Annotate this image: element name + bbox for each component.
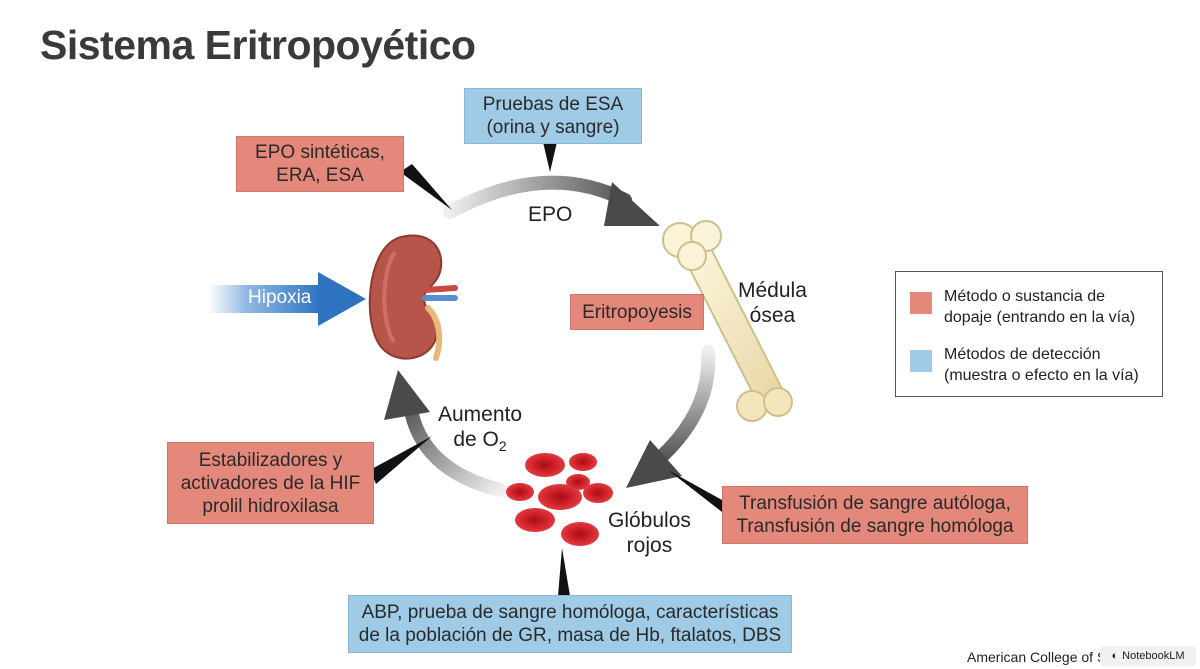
notebooklm-badge: ◐ NotebookLM (1100, 646, 1196, 666)
legend-swatch-detection (910, 350, 932, 372)
label-globulos-line2: rojos (626, 534, 673, 557)
legend-detection-line1: Métodos de detección (944, 346, 1101, 363)
notebooklm-label: NotebookLM (1122, 650, 1185, 662)
label-epo: EPO (528, 203, 573, 226)
cycle-arrow-left (384, 370, 507, 497)
source-credit: American College of S (967, 649, 1107, 665)
label-globulos-rojos: Glóbulos rojos (608, 508, 691, 558)
legend-text-doping: Método o sustancia de dopaje (entrando e… (944, 286, 1154, 328)
box-abp-line2: de la población de GR, masa de Hb, ftala… (358, 625, 782, 646)
legend: Método o sustancia de dopaje (entrando e… (895, 271, 1163, 397)
label-hipoxia: Hipoxia (248, 287, 312, 308)
legend-doping-line1: Método o sustancia de (944, 288, 1105, 305)
legend-item-doping: Método o sustancia de dopaje (entrando e… (910, 286, 1154, 328)
box-transfusion: Transfusión de sangre autóloga, Transfus… (722, 486, 1028, 544)
red-blood-cells-icon (506, 453, 613, 546)
box-abp: ABP, prueba de sangre homóloga, caracter… (348, 595, 792, 653)
label-aumento-line1: Aumento (438, 403, 523, 426)
label-medula-line1: Médula (738, 279, 807, 302)
label-aumento-o2: Aumento de O2 (438, 402, 522, 459)
box-pruebas-esa: Pruebas de ESA (orina y sangre) (464, 88, 642, 144)
box-transfusion-line1: Transfusión de sangre autóloga, (739, 493, 1011, 514)
legend-doping-line2: dopaje (entrando en la vía) (944, 309, 1136, 326)
label-globulos-line1: Glóbulos (608, 509, 691, 532)
kidney-icon (368, 234, 458, 361)
legend-item-detection: Métodos de detección (muestra o efecto e… (910, 344, 1154, 386)
bone-icon (662, 220, 793, 422)
box-pruebas-esa-line1: Pruebas de ESA (482, 94, 624, 115)
legend-swatch-doping (910, 292, 932, 314)
box-transfusion-line2: Transfusión de sangre homóloga (736, 516, 1014, 537)
pointer-pruebas-esa (543, 142, 557, 172)
cycle-arrow-top (443, 175, 660, 226)
box-pruebas-esa-line2: (orina y sangre) (486, 117, 620, 138)
hipoxia-arrow (208, 272, 366, 326)
box-eritropoyesis-text: Eritropoyesis (582, 301, 692, 323)
label-aumento-line2: de O2 (438, 427, 522, 459)
box-abp-line1: ABP, prueba de sangre homóloga, caracter… (361, 602, 779, 623)
label-aumento-line2-prefix: de O (453, 428, 499, 451)
pointer-epo-sinteticas (400, 164, 452, 210)
cycle-arrow-right (626, 345, 716, 488)
label-medula-osea: Médula ósea (738, 278, 807, 328)
legend-detection-line2: (muestra o efecto en la vía) (944, 367, 1139, 384)
box-epo-sinteticas-line1: EPO sintéticas, (255, 142, 385, 163)
box-estabilizadores: Estabilizadores y activadores de la HIF … (167, 442, 374, 524)
notebooklm-icon: ◐ (1111, 650, 1119, 662)
box-epo-sinteticas-line2: ERA, ESA (276, 165, 364, 186)
box-estabilizadores-line1: Estabilizadores y (198, 449, 343, 471)
page-title: Sistema Eritropoyético (40, 22, 476, 68)
pointer-transfusion (668, 470, 722, 512)
box-estabilizadores-line2: activadores de la HIF (180, 472, 361, 494)
box-eritropoyesis: Eritropoyesis (570, 294, 704, 330)
legend-text-detection: Métodos de detección (muestra o efecto e… (944, 344, 1154, 386)
box-estabilizadores-line3: prolil hidroxilasa (202, 495, 339, 517)
pointer-estabilizadores (370, 436, 432, 484)
label-aumento-line2-sub: 2 (498, 438, 507, 455)
box-epo-sinteticas: EPO sintéticas, ERA, ESA (236, 136, 404, 192)
label-medula-line2: ósea (749, 304, 796, 327)
pointer-abp (558, 548, 570, 596)
